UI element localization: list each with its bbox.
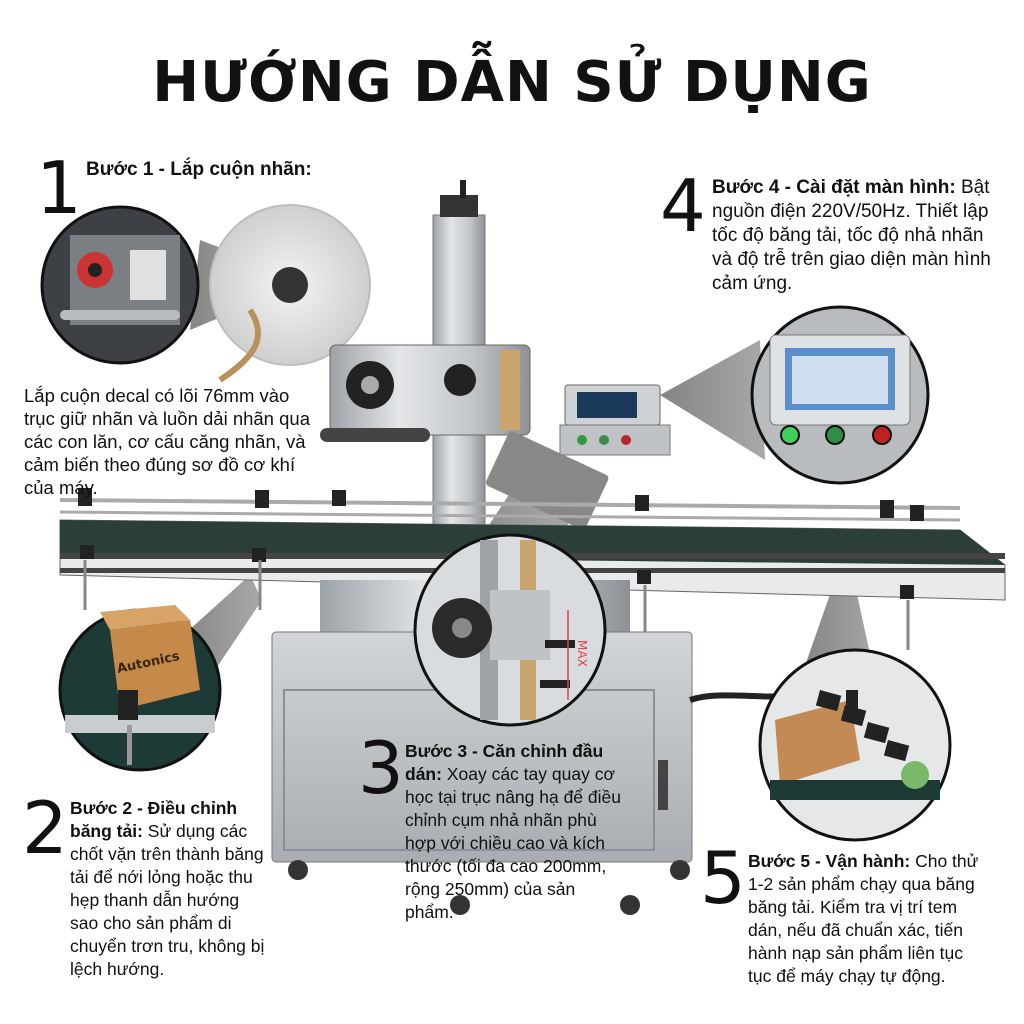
step-3-number: 3 [358, 726, 404, 810]
step-3-heading: Bước 3 - Căn chỉnh đầu dán: [405, 741, 604, 784]
step-3-body: Xoay các tay quay cơ học tại trục nâng h… [405, 764, 621, 922]
step-2-heading: Bước 2 - Điều chỉnh băng tải: [70, 798, 238, 841]
step-5-heading: Bước 5 - Vận hành: [748, 851, 911, 871]
callout-circle-2: Autonics [58, 605, 222, 772]
step-4-heading: Bước 4 - Cài đặt màn hình: [712, 177, 956, 198]
step-4-text: Bước 4 - Cài đặt màn hình: Bật nguồn điệ… [712, 176, 992, 296]
step-5-text: Bước 5 - Vận hành: Cho thử 1-2 sản phẩm … [748, 850, 988, 988]
step-5-number: 5 [700, 836, 746, 920]
step-2-body: Sử dụng các chốt vặn trên thành băng tải… [70, 821, 265, 979]
step-2-number: 2 [22, 786, 68, 870]
step-1-number: 1 [36, 146, 82, 230]
step-4-body: Bật nguồn điện 220V/50Hz. Thiết lập tốc … [712, 177, 991, 294]
callout-circle-4 [750, 305, 930, 485]
max-label: MAX [575, 640, 589, 667]
guide-knobs [78, 488, 924, 599]
callout-circle-1 [40, 205, 200, 365]
step-1-heading: Bước 1 - Lắp cuộn nhãn: [86, 159, 312, 180]
page-title: HƯỚNG DẪN SỬ DỤNG [152, 50, 872, 115]
callout-cone-4 [660, 340, 765, 460]
step-4-number: 4 [660, 164, 706, 248]
step-2-text: Bước 2 - Điều chỉnh băng tải: Sử dụng cá… [70, 797, 270, 981]
callout-circle-3: MAX [413, 533, 607, 727]
callout-circle-5 [758, 648, 952, 842]
step-1-body: Lắp cuộn decal có lõi 76mm vào trục giữ … [24, 385, 310, 498]
step-5-body: Cho thử 1-2 sản phẩm chạy qua băng băng … [748, 851, 979, 986]
step-3-text: Bước 3 - Căn chỉnh đầu dán: Xoay các tay… [405, 740, 627, 924]
